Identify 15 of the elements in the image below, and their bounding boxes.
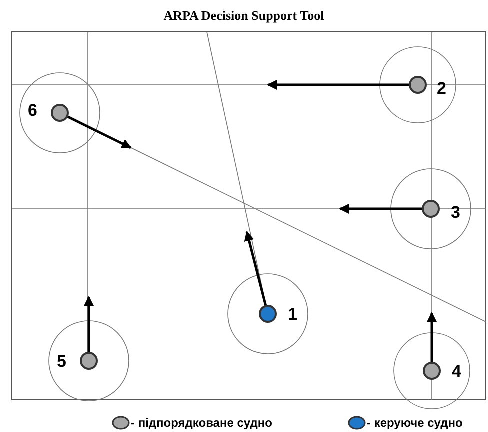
velocity-arrow xyxy=(244,231,268,307)
legend-text: - підпорядковане судно xyxy=(131,415,272,431)
velocity-arrow xyxy=(427,312,437,363)
legend-text: - керуюче судно xyxy=(367,415,463,431)
velocity-arrow xyxy=(339,204,423,214)
vessel-number: 4 xyxy=(452,362,462,382)
velocity-arrow xyxy=(66,115,132,150)
vessel-number: 1 xyxy=(288,305,298,325)
vessel-number: 6 xyxy=(28,101,38,121)
vessel-number: 2 xyxy=(437,79,446,99)
vessel-number: 3 xyxy=(451,203,460,223)
chart-title: ARPA Decision Support Tool xyxy=(162,8,326,24)
velocity-arrow xyxy=(84,296,94,353)
vessel-number: 5 xyxy=(57,352,66,372)
velocity-arrow xyxy=(267,80,410,90)
